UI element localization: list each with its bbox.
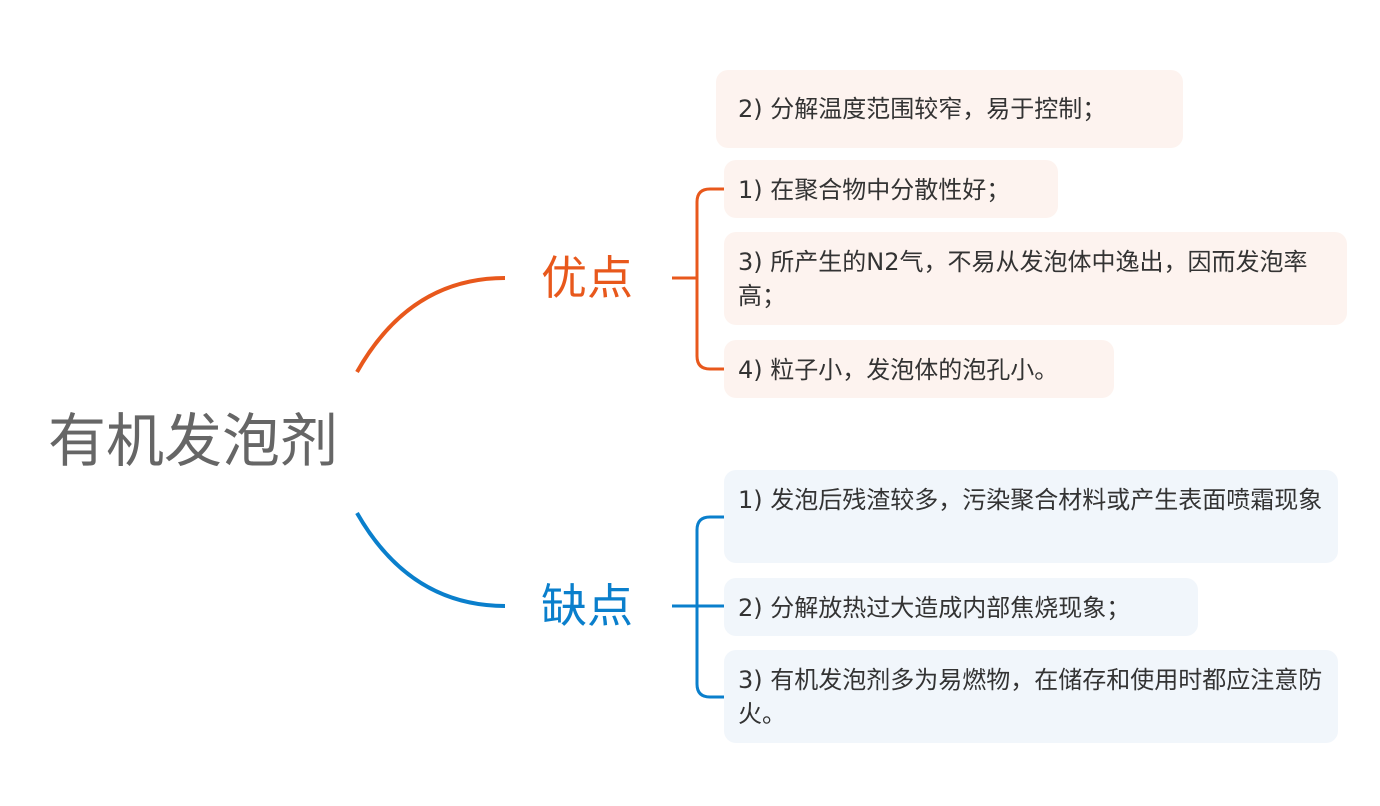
advantage-item[interactable]: 1) 在聚合物中分散性好； (724, 160, 1058, 218)
branch-disadvantages[interactable]: 缺点 (541, 579, 633, 633)
advantage-item[interactable]: 4) 粒子小，发泡体的泡孔小。 (724, 340, 1114, 398)
branch-advantages[interactable]: 优点 (541, 251, 633, 305)
con-bracket (672, 515, 724, 699)
root-to-con-curve (355, 512, 506, 608)
disadvantage-item[interactable]: 1) 发泡后残渣较多，污染聚合材料或产生表面喷霜现象 (724, 470, 1338, 563)
advantage-item[interactable]: 3) 所产生的N2气，不易从发泡体中逸出，因而发泡率高； (724, 232, 1347, 325)
advantage-item[interactable]: 2) 分解温度范围较窄，易于控制； (716, 70, 1183, 148)
root-topic[interactable]: 有机发泡剂 (48, 407, 339, 475)
disadvantage-item[interactable]: 3) 有机发泡剂多为易燃物，在储存和使用时都应注意防火。 (724, 650, 1338, 743)
root-to-pro-curve (355, 276, 506, 373)
pro-bracket (672, 187, 724, 371)
disadvantage-item[interactable]: 2) 分解放热过大造成内部焦烧现象； (724, 578, 1198, 636)
